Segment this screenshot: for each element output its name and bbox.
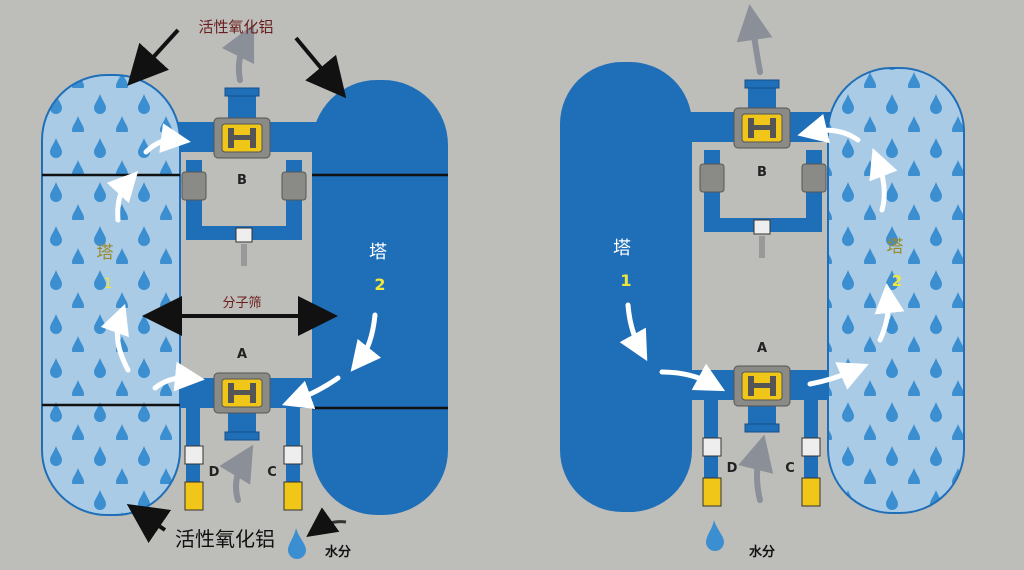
left-valve-c-muffler xyxy=(283,481,303,511)
left-valve-c-label: C xyxy=(267,465,277,480)
left-inlet-arrow xyxy=(219,444,254,503)
left-outlet-arrow xyxy=(221,23,255,83)
right-small-valve xyxy=(753,219,771,235)
right-tower-2-number: 2 xyxy=(892,272,902,290)
left-check-valve xyxy=(181,171,207,201)
right-tower-2-label: 塔 xyxy=(887,237,904,257)
right-valve-c-muffler xyxy=(801,477,821,507)
left-bottom-label: 活性氧化铝 xyxy=(175,527,275,551)
left-valve-a-label: A xyxy=(237,347,247,362)
right-outlet-arrow xyxy=(736,4,773,75)
left-flow-arrows xyxy=(100,123,382,409)
left-annotation-arrow xyxy=(294,36,347,99)
right-valve-b-label: B xyxy=(757,165,767,180)
right-valve-a xyxy=(733,365,791,407)
left-tower-1-label: 塔 xyxy=(97,243,114,263)
left-valve-b-cap xyxy=(224,87,260,97)
right-water-label: 水分 xyxy=(749,544,775,560)
left-diagram: 活性氧化铝 活性氧化铝 分子筛 塔 1 塔 2 B A D C 水分 xyxy=(41,18,448,560)
left-small-valve xyxy=(235,227,253,243)
left-annotation-arrow xyxy=(126,504,172,544)
right-small-valve-stem xyxy=(759,236,765,258)
molecular-sieve-label: 分子筛 xyxy=(222,296,261,311)
right-check-valve xyxy=(801,163,827,193)
left-tower-2-number: 2 xyxy=(374,275,385,294)
left-water-arrow xyxy=(306,507,347,537)
left-valve-c-body xyxy=(283,445,303,465)
right-valve-a-label: A xyxy=(757,341,767,356)
left-valve-a xyxy=(213,372,271,414)
left-top-label: 活性氧化铝 xyxy=(198,18,273,36)
left-check-valve xyxy=(281,171,307,201)
left-valve-b-label: B xyxy=(237,173,247,188)
left-small-valve-stem xyxy=(241,244,247,266)
left-valve-d-label: D xyxy=(209,465,220,480)
right-flow-arrows xyxy=(619,114,905,392)
left-valve-d-muffler xyxy=(184,481,204,511)
right-tower-1-label: 塔 xyxy=(613,238,631,259)
right-valve-d-muffler xyxy=(702,477,722,507)
left-valve-d-body xyxy=(184,445,204,465)
left-tower-1-number: 1 xyxy=(104,276,113,292)
left-tower-2-label: 塔 xyxy=(369,242,387,263)
right-valve-b-cap xyxy=(744,79,780,89)
right-valve-d-body xyxy=(702,437,722,457)
right-tower-1 xyxy=(560,62,692,512)
left-tower-2 xyxy=(312,80,448,515)
left-valve-a-cap xyxy=(224,431,260,441)
right-check-valve xyxy=(699,163,725,193)
right-valve-c-label: C xyxy=(785,461,795,476)
right-diagram: 塔 1 塔 2 B A D C 水分 xyxy=(560,4,965,560)
right-valve-d-label: D xyxy=(727,461,738,476)
left-water-drop-icon xyxy=(288,528,306,559)
right-water-drop-icon xyxy=(706,520,724,551)
left-valve-b xyxy=(213,117,271,159)
right-inlet-arrow xyxy=(738,434,774,503)
right-valve-a-cap xyxy=(744,423,780,433)
left-water-label: 水分 xyxy=(325,544,351,560)
right-valve-c-body xyxy=(801,437,821,457)
right-tower-1-number: 1 xyxy=(620,271,631,290)
left-annotation-arrow xyxy=(127,28,180,86)
right-valve-b xyxy=(733,107,791,149)
